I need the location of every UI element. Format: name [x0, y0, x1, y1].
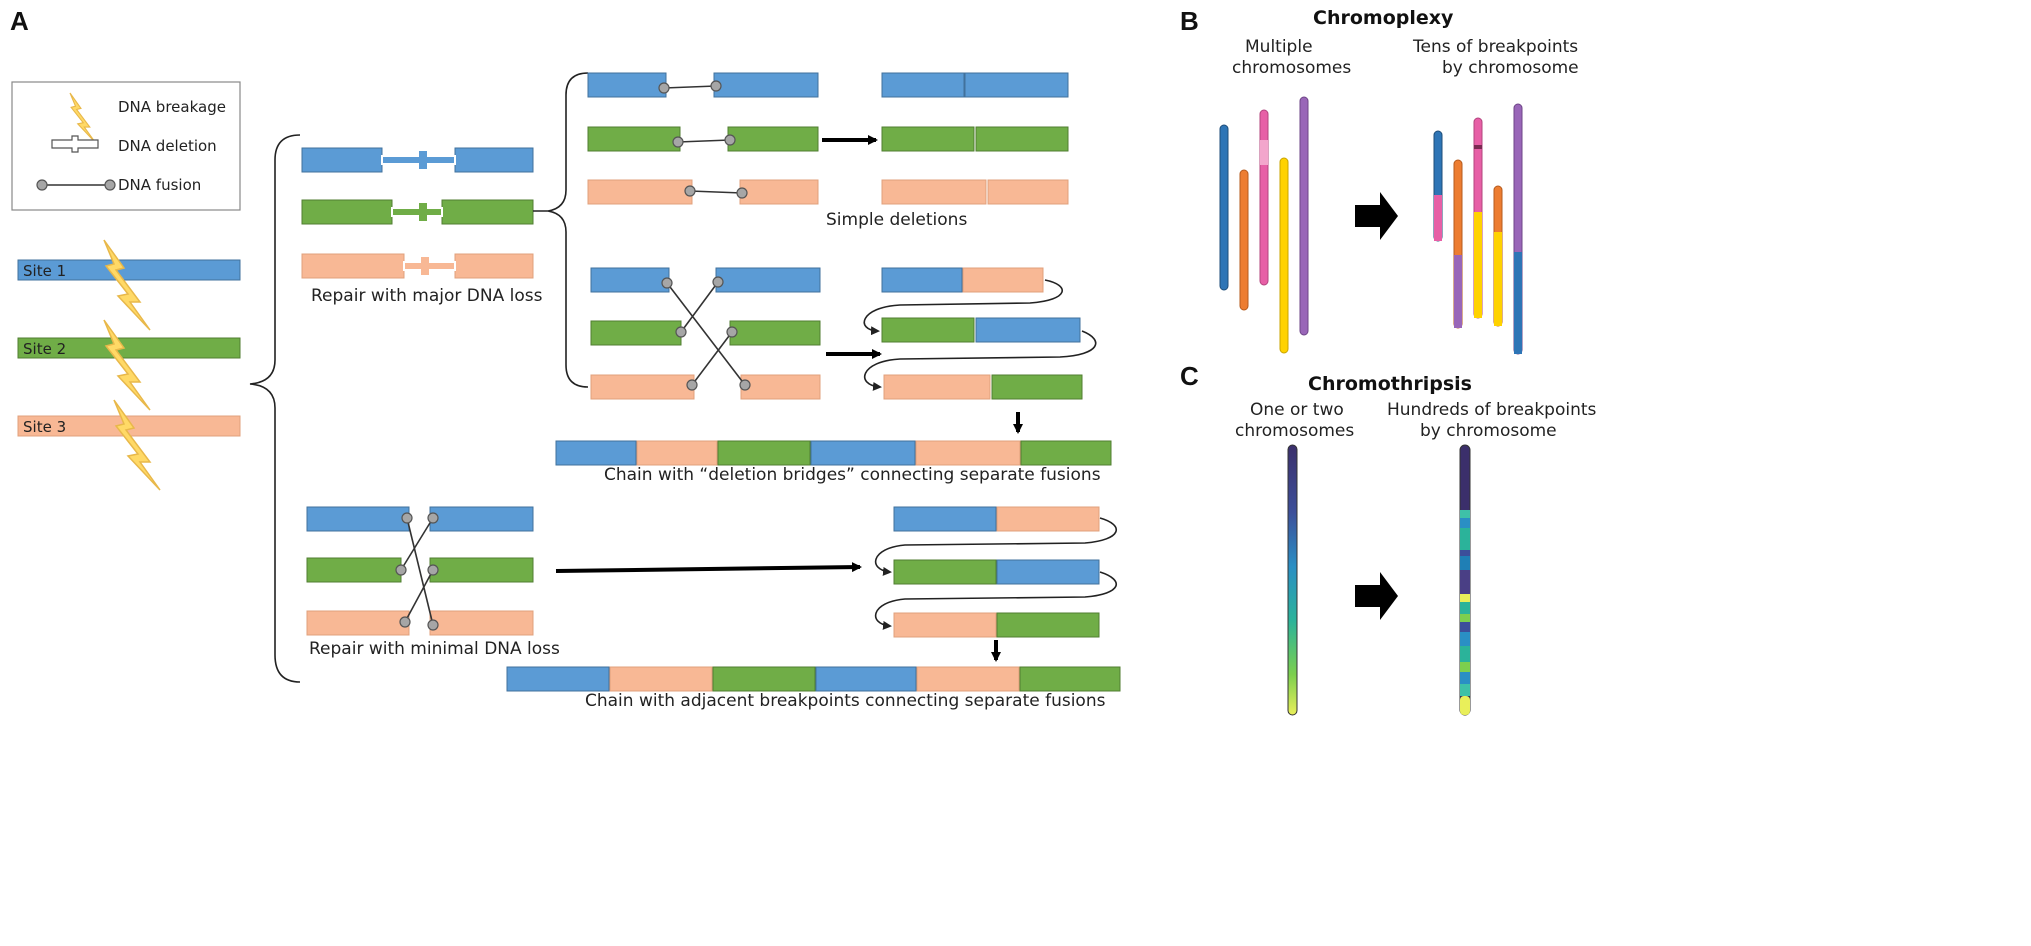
caption-major-loss: Repair with major DNA loss [311, 286, 543, 306]
crossing-results-minimal [874, 506, 1118, 638]
chromoplexy-chromosomes-after [1433, 103, 1523, 355]
crossing-fragments-minimal [306, 506, 534, 636]
site-3-label: Site 3 [23, 418, 66, 436]
chromothripsis-right-label-2: by chromosome [1420, 421, 1557, 441]
legend-fusion-label: DNA fusion [118, 176, 201, 194]
chromothripsis-left-label-1: One or two [1250, 400, 1344, 420]
legend-deletion-label: DNA deletion [118, 137, 217, 155]
site-1-label: Site 1 [23, 262, 66, 280]
chromoplexy-arrow-icon [1355, 192, 1398, 240]
chromoplexy-left-label-2: chromosomes [1232, 58, 1351, 78]
panel-letter-b: B [1180, 6, 1199, 36]
lightning-bolt-icon [103, 319, 151, 411]
panel-letter-c: C [1180, 361, 1199, 391]
deletion-symbol-icon [51, 135, 99, 153]
caption-chain-deletion: Chain with “deletion bridges” connecting… [604, 465, 1101, 485]
lightning-bolt-icon [113, 399, 161, 491]
chain-deletion-bar [555, 440, 1112, 466]
lightning-bolt-icon [103, 239, 151, 331]
chromothripsis-right-label-1: Hundreds of breakpoints [1387, 400, 1597, 420]
crossing-results-major [863, 267, 1097, 400]
crossing-fragments-major [590, 267, 821, 400]
caption-minimal-loss: Repair with minimal DNA loss [309, 639, 560, 659]
inner-brace [533, 72, 589, 388]
caption-simple-deletions: Simple deletions [826, 210, 967, 230]
legend-breakage-label: DNA breakage [118, 98, 226, 116]
major-loss-bars [301, 147, 534, 279]
simple-deletion-results [881, 72, 1069, 205]
site-1-bar: Site 1 [17, 259, 241, 281]
chromothripsis-title: Chromothripsis [1308, 373, 1472, 395]
chromoplexy-chromosomes-before [1219, 96, 1309, 354]
chromothripsis-chromosome-after [1459, 444, 1471, 716]
chromothripsis-left-label-2: chromosomes [1235, 421, 1354, 441]
chromoplexy-right-label-1: Tens of breakpoints [1412, 37, 1578, 57]
chromothripsis-chromosome-before [1287, 444, 1298, 716]
chromoplexy-title: Chromoplexy [1313, 7, 1454, 29]
chromoplexy-right-label-2: by chromosome [1442, 58, 1579, 78]
site-2-bar: Site 2 [17, 337, 241, 359]
site-2-label: Site 2 [23, 340, 66, 358]
simple-deletion-fragments [587, 72, 819, 205]
chain-adjacent-bar [506, 666, 1121, 692]
main-brace [249, 134, 301, 683]
legend: DNA breakage DNA deletion DNA fusion [11, 81, 241, 211]
caption-chain-adjacent: Chain with adjacent breakpoints connecti… [585, 691, 1106, 711]
chromothripsis-arrow-icon [1355, 572, 1398, 620]
arrow-minimal [555, 562, 862, 573]
panel-letter-a: A [10, 6, 29, 36]
fusion-symbol-icon [36, 179, 116, 191]
chromoplexy-left-label-1: Multiple [1245, 37, 1313, 57]
